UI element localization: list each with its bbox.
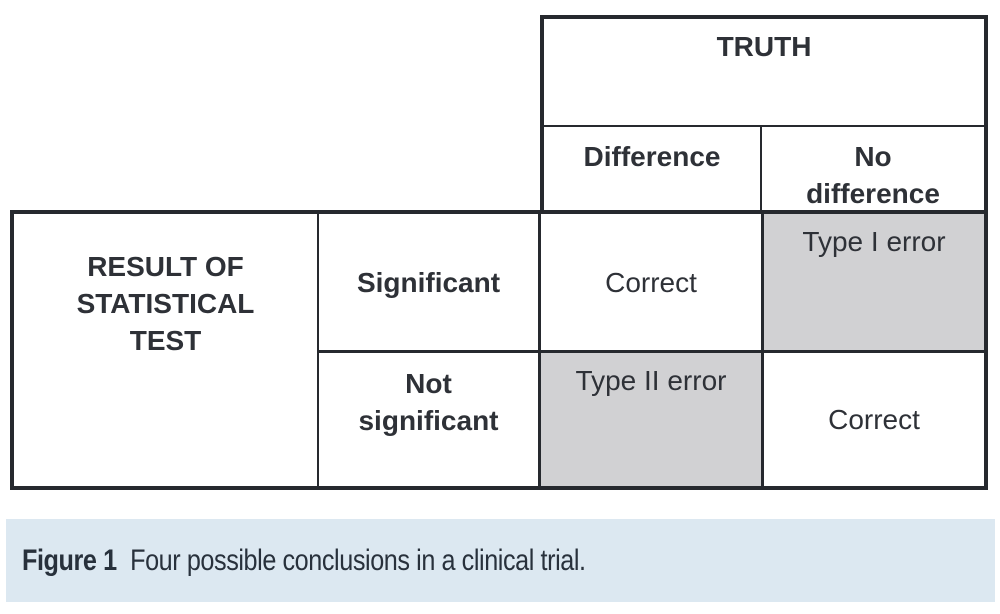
truth-table: TRUTH Difference No difference: [540, 15, 988, 210]
column-header-difference: Difference: [544, 127, 762, 210]
truth-column-headers: Difference No difference: [544, 127, 984, 210]
figure-caption-text: Four possible conclusions in a clinical …: [130, 543, 586, 577]
truth-header-cell: TRUTH: [544, 19, 984, 127]
figure-caption-bar: Figure 1 Four possible conclusions in a c…: [6, 519, 995, 602]
figure-caption-label: Figure 1: [22, 543, 117, 577]
figure-caption: Figure 1 Four possible conclusions in a c…: [22, 544, 586, 578]
cell-significant-difference: Correct: [541, 214, 764, 353]
row-label-not-significant: Not significant: [319, 353, 541, 486]
cell-type-1-error: Type I error: [764, 214, 984, 353]
row-header-result-of-statistical-test: RESULT OF STATISTICAL TEST: [14, 214, 319, 486]
cell-not-significant-no-difference: Correct: [828, 404, 920, 435]
column-header-no-difference: No difference: [806, 141, 940, 209]
result-table: RESULT OF STATISTICAL TEST Significant C…: [10, 210, 988, 490]
cell-type-2-error: Type II error: [541, 353, 764, 486]
row-label-significant: Significant: [319, 214, 541, 353]
